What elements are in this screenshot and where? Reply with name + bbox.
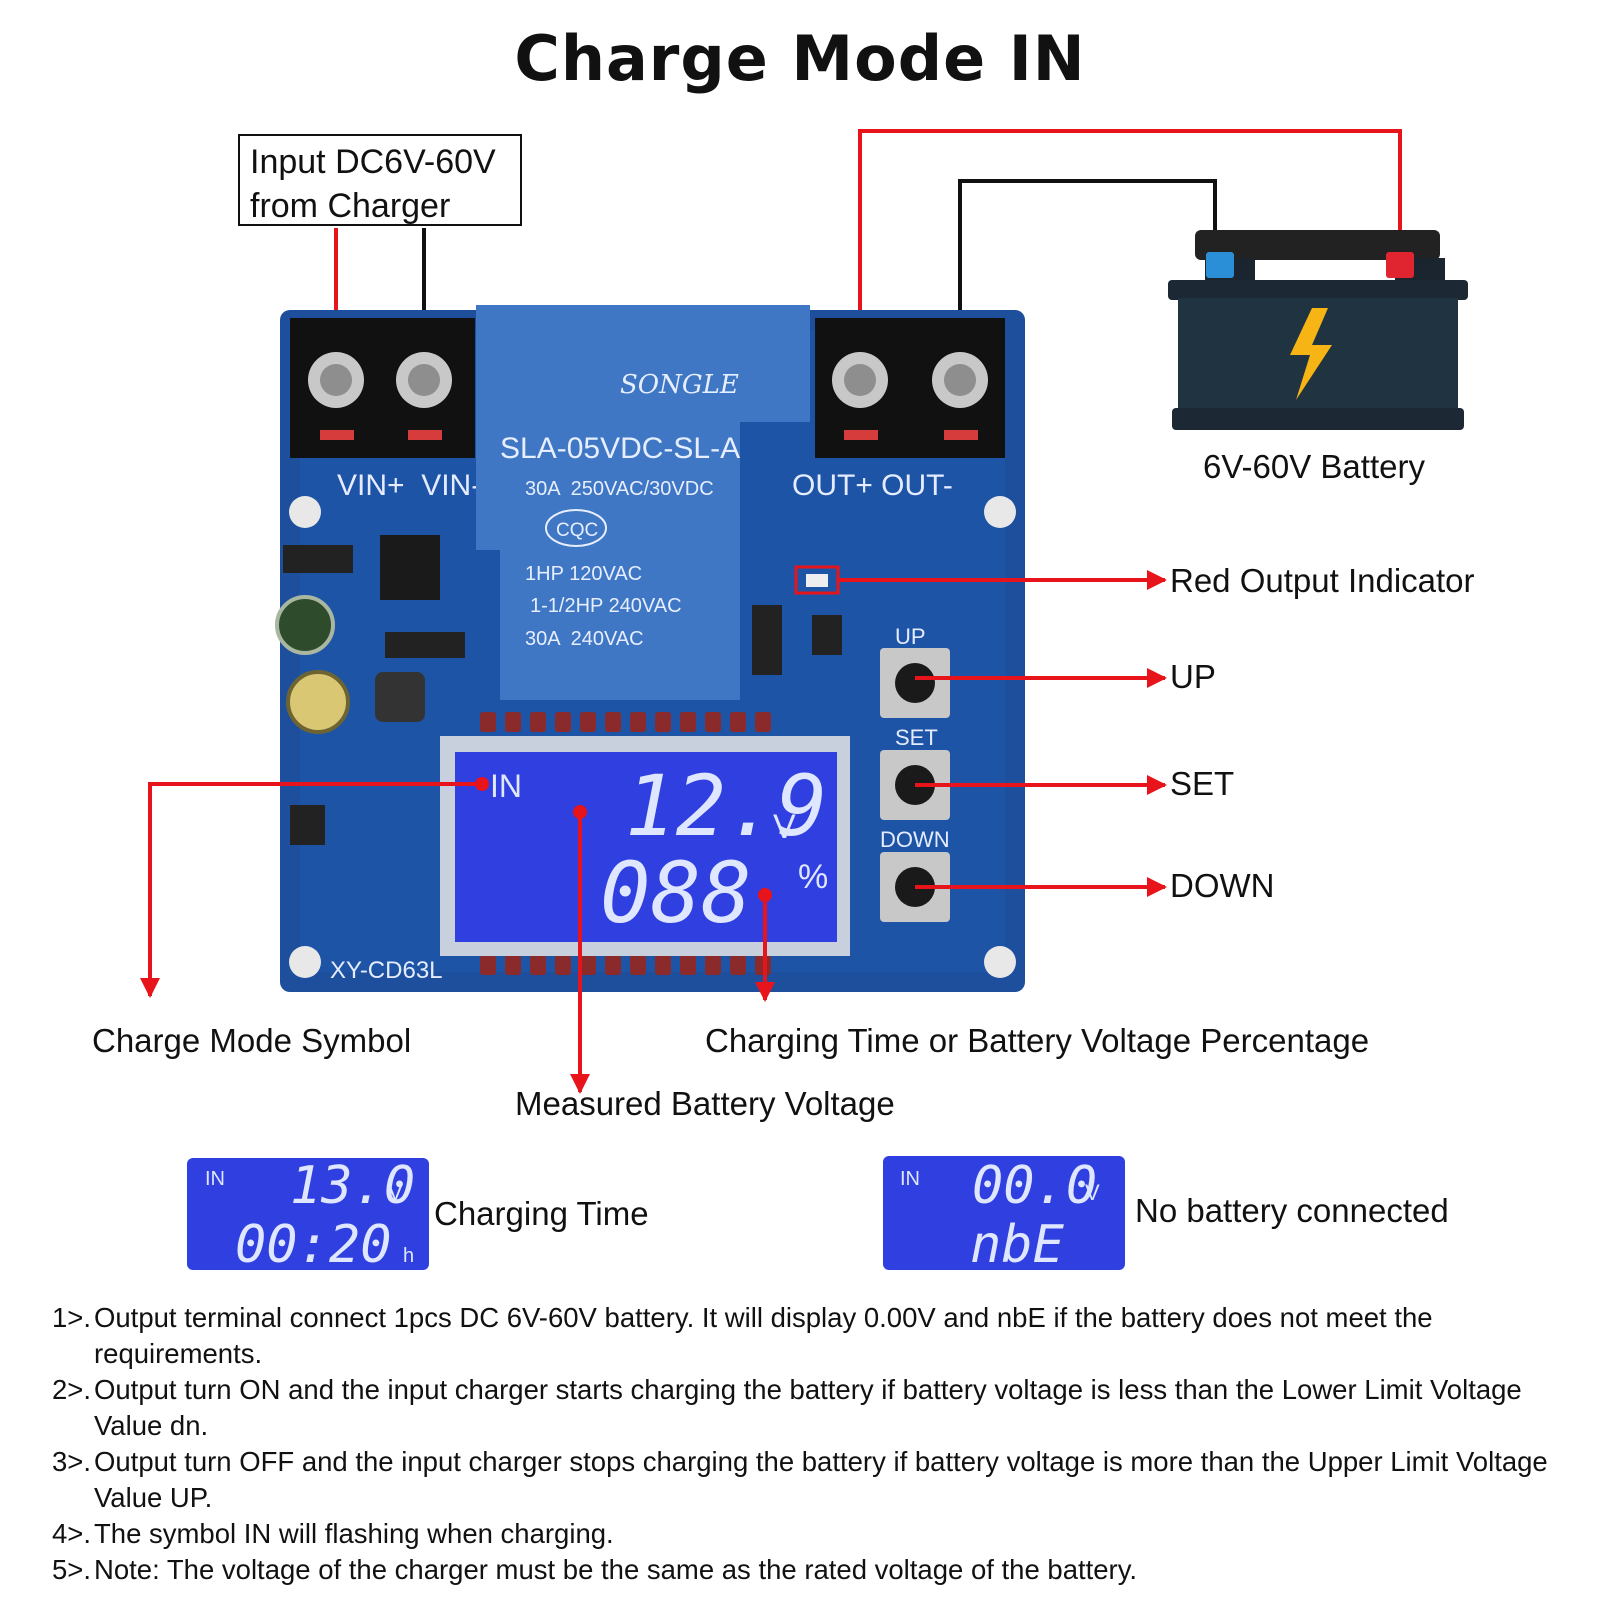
- note-number: 5>.: [52, 1554, 91, 1585]
- pcb-board: VIN+ VIN- OUT+ OUT- SONGLE SLA-05VDC-SL-…: [275, 305, 1025, 992]
- example-1-caption: Charging Time: [434, 1195, 649, 1232]
- note-item: 2>. Output turn ON and the input charger…: [52, 1372, 1582, 1444]
- example-2-caption: No battery connected: [1135, 1192, 1449, 1229]
- example-1-mode: IN: [205, 1168, 225, 1190]
- example-lcd-no-battery: IN 00.0 V nbE: [883, 1156, 1125, 1275]
- down-label: DOWN: [1170, 867, 1275, 904]
- example-1-top-unit: V: [388, 1180, 403, 1205]
- example-2-bottom: nbE: [970, 1215, 1065, 1275]
- note-item: 3>. Output turn OFF and the input charge…: [52, 1444, 1582, 1516]
- example-2-top: 00.0: [972, 1156, 1097, 1216]
- output-terminal-block: [815, 318, 1005, 458]
- relay: SONGLE SLA-05VDC-SL-A 30A 250VAC/30VDC C…: [476, 305, 810, 700]
- measured-voltage-label: Measured Battery Voltage: [515, 1085, 895, 1122]
- set-button[interactable]: SET: [880, 725, 950, 820]
- lcd-mode-symbol: IN: [490, 768, 522, 804]
- relay-cert: CQC: [556, 520, 598, 541]
- note-item: 4>. The symbol IN will flashing when cha…: [52, 1516, 1582, 1552]
- lcd-voltage: 12.9: [625, 757, 827, 855]
- lcd-percent: 088: [600, 844, 752, 942]
- example-lcd-charging-time: IN 13.0 V 00:20 h: [187, 1156, 429, 1275]
- input-label-line2: from Charger: [250, 187, 451, 225]
- battery-label: 6V-60V Battery: [1203, 448, 1425, 485]
- example-2-mode: IN: [900, 1168, 920, 1190]
- note-number: 1>.: [52, 1302, 91, 1333]
- page-title: Charge Mode IN: [514, 22, 1086, 95]
- note-text: Note: The voltage of the charger must be…: [94, 1554, 1138, 1585]
- notes-list: 1>. Output terminal connect 1pcs DC 6V-6…: [52, 1300, 1582, 1588]
- down-button[interactable]: DOWN: [880, 827, 950, 922]
- input-terminal-block: [290, 318, 475, 458]
- note-text: Output turn ON and the input charger sta…: [94, 1374, 1522, 1441]
- battery-icon: [1168, 230, 1468, 430]
- example-2-top-unit: V: [1085, 1180, 1100, 1205]
- down-button-label: DOWN: [880, 827, 950, 852]
- example-1-bottom: 00:20: [235, 1215, 392, 1275]
- input-terminal-text: VIN+ VIN-: [337, 469, 481, 502]
- note-number: 4>.: [52, 1518, 91, 1549]
- set-label: SET: [1170, 765, 1235, 802]
- set-button-label: SET: [895, 725, 938, 750]
- red-output-label: Red Output Indicator: [1170, 562, 1475, 599]
- main-lcd: [455, 752, 837, 942]
- lcd-percent-unit: %: [798, 858, 828, 896]
- note-number: 2>.: [52, 1374, 91, 1405]
- example-1-top: 13.0: [290, 1156, 415, 1216]
- relay-rating-4: 30A 240VAC: [525, 628, 644, 650]
- note-text: Output terminal connect 1pcs DC 6V-60V b…: [94, 1302, 1433, 1369]
- note-text: Output turn OFF and the input charger st…: [94, 1446, 1548, 1513]
- relay-brand: SONGLE: [620, 370, 739, 400]
- output-terminal-text: OUT+ OUT-: [792, 469, 953, 502]
- relay-rating-2: 1HP 120VAC: [525, 563, 642, 585]
- output-positive-wire: [858, 129, 1402, 372]
- board-model: XY-CD63L: [330, 957, 443, 984]
- up-button[interactable]: UP: [880, 624, 950, 718]
- relay-model: SLA-05VDC-SL-A: [500, 432, 740, 465]
- charge-symbol-arrow: [140, 782, 482, 998]
- charge-mode-symbol-label: Charge Mode Symbol: [92, 1022, 412, 1059]
- lcd-voltage-unit: V: [773, 808, 796, 846]
- example-1-bottom-unit: h: [403, 1245, 414, 1267]
- note-item: 5>. Note: The voltage of the charger mus…: [52, 1552, 1582, 1588]
- note-text: The symbol IN will flashing when chargin…: [94, 1518, 614, 1549]
- note-item: 1>. Output terminal connect 1pcs DC 6V-6…: [52, 1300, 1582, 1372]
- note-number: 3>.: [52, 1446, 91, 1477]
- input-label-box: Input DC6V-60V from Charger: [238, 134, 522, 226]
- up-button-label: UP: [895, 624, 926, 649]
- relay-rating-3: 1-1/2HP 240VAC: [530, 595, 682, 617]
- relay-rating-1: 30A 250VAC/30VDC: [525, 478, 714, 500]
- up-label: UP: [1170, 658, 1216, 695]
- charging-time-label: Charging Time or Battery Voltage Percent…: [705, 1022, 1370, 1059]
- input-label-line1: Input DC6V-60V: [250, 143, 496, 181]
- output-negative-wire: [958, 179, 1217, 372]
